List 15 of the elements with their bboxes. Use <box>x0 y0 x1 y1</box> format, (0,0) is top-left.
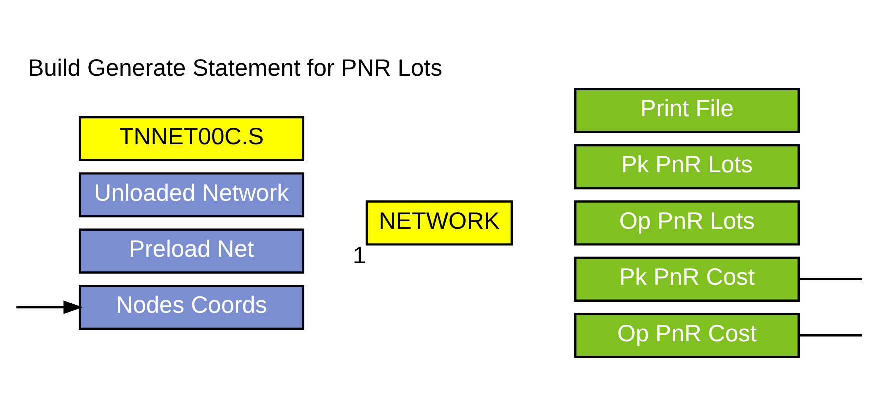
arrow <box>16 300 83 314</box>
node-box: TNNET00C.S <box>78 116 305 161</box>
node-box: Op PnR Cost <box>574 312 800 358</box>
diagram-title: Build Generate Statement for PNR Lots <box>28 55 443 82</box>
node-box: Print File <box>574 88 800 133</box>
node-box: Unloaded Network <box>78 172 305 218</box>
node-box: Op PnR Lots <box>574 200 800 246</box>
connector <box>799 334 862 336</box>
node-box: NETWORK <box>366 200 514 246</box>
node-box: Pk PnR Cost <box>574 256 800 302</box>
node-box: Nodes Coords <box>78 284 305 330</box>
node-label: 1 <box>353 243 366 270</box>
node-box: Pk PnR Lots <box>574 144 800 190</box>
node-box: Preload Net <box>78 228 305 274</box>
connector <box>799 278 862 280</box>
